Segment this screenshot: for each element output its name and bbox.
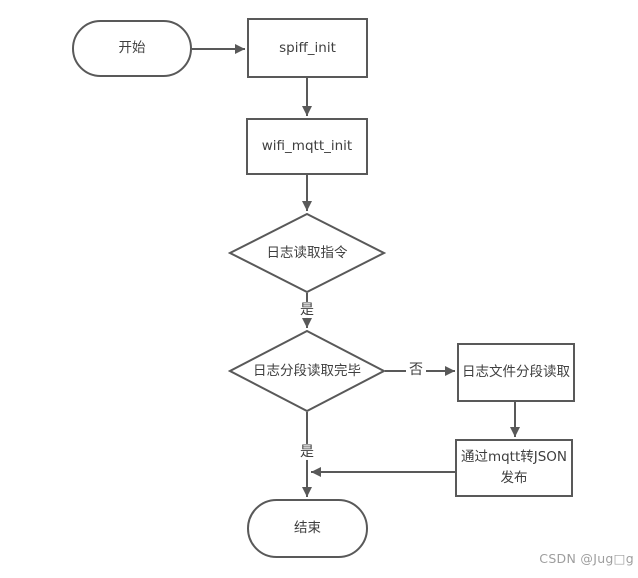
node-end-label: 结束 [294,520,321,537]
node-wifi-mqtt-init: wifi_mqtt_init [246,118,368,175]
node-start-label: 开始 [118,40,146,57]
node-start: 开始 [72,20,192,77]
node-log-file-segment-read: 日志文件分段读取 [457,343,575,402]
node-log-segment-done: 日志分段读取完毕 [228,330,386,412]
csdn-watermark: CSDN @Jug□g [539,551,634,566]
decision-diamond-shape [228,330,386,412]
edge-label-yes-2: 是 [297,443,317,461]
node-log-segment-done-label: 日志分段读取完毕 [253,362,361,379]
node-end: 结束 [247,499,368,558]
decision-diamond-shape [228,213,386,293]
node-log-read-cmd: 日志读取指令 [228,213,386,293]
edge-label-no-1: 否 [406,361,426,379]
node-log-file-segment-read-label: 日志文件分段读取 [462,364,570,381]
edge-label-yes-1: 是 [297,301,317,319]
node-spiff-init-label: spiff_init [279,39,336,56]
node-mqtt-json-publish-label: 通过mqtt转JSON 发布 [460,449,568,486]
node-wifi-mqtt-init-label: wifi_mqtt_init [261,138,353,155]
node-mqtt-json-publish: 通过mqtt转JSON 发布 [455,439,573,497]
node-log-read-cmd-label: 日志读取指令 [266,244,348,261]
node-spiff-init: spiff_init [247,18,368,78]
